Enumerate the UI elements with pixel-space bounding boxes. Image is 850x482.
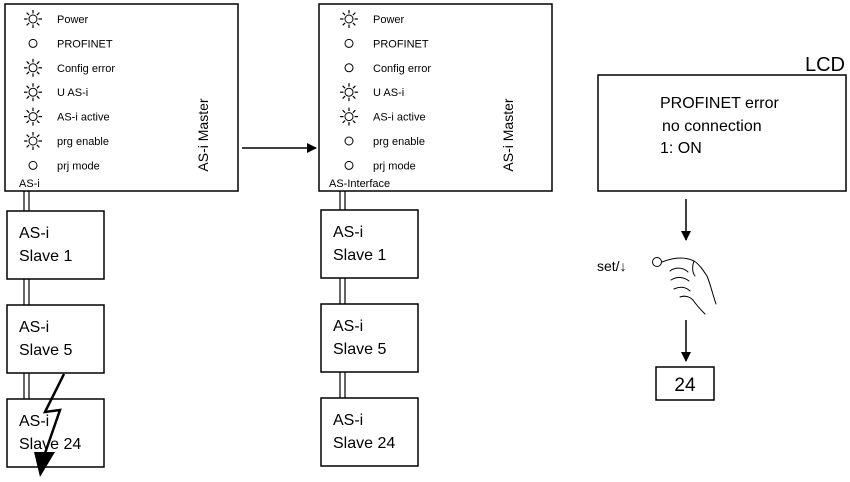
led-lit-icon [24,58,42,77]
set-button-icon[interactable] [652,257,662,267]
left-led-label: Power [57,14,89,26]
right-led-label: Power [373,14,405,26]
right-led-item: U AS-i [340,83,404,102]
result-box [655,366,715,401]
right-master-title: AS-i Master [500,98,516,171]
left-led-label: prj mode [57,160,100,172]
right-led-item: Power [340,10,405,28]
right-led-label: Config error [373,63,431,75]
left-slave-line2: Slave 24 [19,436,81,453]
right-slave-line2: Slave 5 [333,341,386,358]
left-led-label: AS-i active [57,112,110,124]
left-led-item: prj mode [28,160,100,172]
led-off-icon [344,38,354,48]
led-lit-icon [24,107,42,126]
right-led-label: prj mode [373,160,416,172]
left-led-item: prg enable [24,132,109,150]
left-led-label: prg enable [57,136,109,148]
lcd-line-1: PROFINET error [660,95,780,112]
led-lit-icon [340,107,358,126]
left-slave-line2: Slave 1 [19,248,72,265]
led-lit-icon [340,10,358,28]
led-off-icon [344,136,354,146]
right-led-label: PROFINET [373,38,429,50]
left-slave-line1: AS-i [19,225,49,242]
lcd-section: LCD PROFINET error no connection 1: ON s… [597,54,847,401]
led-lit-icon [340,83,358,102]
led-off-icon [344,63,354,73]
right-led-item: Config error [344,63,431,75]
left-led-label: U AS-i [57,87,88,99]
left-slave-line1: AS-i [19,319,49,336]
right-led-item: prg enable [344,136,425,148]
fault-lightning-icon [34,373,66,477]
left-bus-label: AS-i [19,178,40,190]
left-master-title: AS-i Master [195,98,211,171]
right-led-item: PROFINET [344,38,429,50]
lcd-display [597,74,847,192]
right-led-label: prg enable [373,136,425,148]
right-led-item: prj mode [344,160,416,172]
right-led-label: AS-i active [373,112,426,124]
led-off-icon [344,160,354,170]
left-led-item: PROFINET [28,38,113,50]
lcd-title: LCD [805,54,845,76]
left-led-item: Power [24,10,89,28]
right-slave-line2: Slave 1 [333,247,386,264]
result-value: 24 [674,375,696,396]
led-lit-icon [24,83,42,102]
led-lit-icon [24,10,42,28]
right-slave-line1: AS-i [333,224,363,241]
led-off-icon [28,38,38,48]
right-led-item: AS-i active [340,107,426,126]
left-led-item: AS-i active [24,107,110,126]
lcd-line-2: no connection [662,118,762,135]
left-led-item: U AS-i [24,83,88,102]
left-led-item: Config error [24,58,115,77]
right-bus-label: AS-Interface [329,178,390,190]
led-lit-icon [24,132,42,150]
right-slave-line2: Slave 24 [333,435,395,452]
left-led-label: Config error [57,63,115,75]
led-off-icon [28,160,38,170]
right-slave-line1: AS-i [333,318,363,335]
right-slave-line1: AS-i [333,412,363,429]
set-button-label: set/↓ [597,258,627,274]
lcd-line-3: 1: ON [660,140,702,157]
left-slave-line1: AS-i [19,413,49,430]
left-slave-line2: Slave 5 [19,342,72,359]
pointing-hand-icon [661,257,717,315]
right-led-label: U AS-i [373,87,404,99]
left-led-label: PROFINET [57,38,113,50]
